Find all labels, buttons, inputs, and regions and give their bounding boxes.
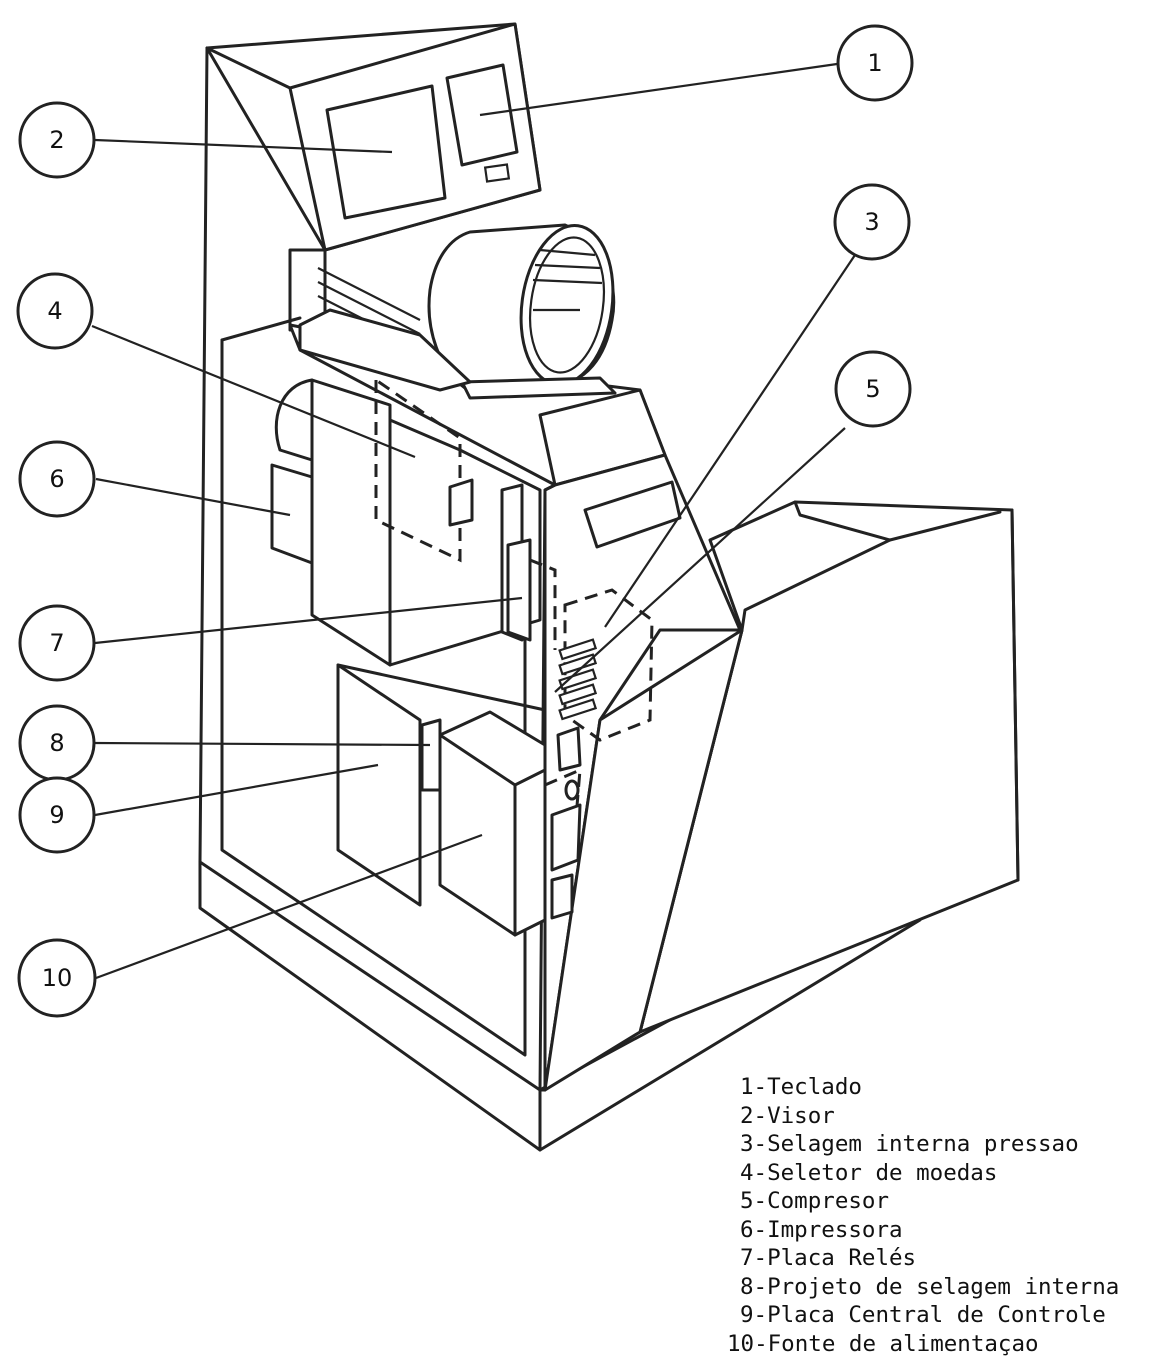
legend-item-10: 10-Fonte de alimentaçao (727, 1330, 1039, 1357)
callout-2-label: 2 (49, 126, 64, 154)
legend-item-4: 4-Seletor de moedas (740, 1159, 998, 1186)
leader-7 (94, 596, 523, 645)
callout-5-label: 5 (865, 375, 880, 403)
legend-item-5: 5-Compresor (740, 1188, 890, 1214)
parts-legend: 1-Teclado 2-Visor 3-Selagem interna pres… (727, 1073, 1150, 1358)
leader-6 (95, 477, 291, 517)
leader-8 (94, 741, 431, 747)
legend-item-9: 9-Placa Central de Controle (740, 1302, 1106, 1328)
callout-4: 4 (16, 272, 94, 350)
callout-8-label: 8 (49, 729, 64, 757)
leader-9 (94, 763, 379, 817)
callout-5: 5 (834, 350, 912, 428)
legend-item-3: 3-Selagem interna pressao (740, 1131, 1079, 1157)
callout-10-label: 10 (42, 964, 73, 992)
callout-7-label: 7 (49, 629, 64, 657)
legend-item-7: 7-Placa Relés (740, 1245, 917, 1271)
leader-2 (94, 138, 393, 154)
callout-1-label: 1 (867, 49, 882, 77)
callout-3-label: 3 (864, 208, 879, 236)
leader-5 (554, 427, 846, 693)
callout-7: 7 (18, 604, 96, 682)
legend-item-2: 2-Visor (740, 1102, 835, 1129)
leader-4 (91, 324, 416, 459)
callout-9-label: 9 (49, 801, 64, 829)
callout-10: 10 (17, 938, 97, 1018)
callout-9: 9 (18, 776, 96, 854)
callout-6-label: 6 (49, 465, 64, 493)
internal-components (270, 378, 654, 937)
compressor-fins (558, 638, 598, 721)
leader-10 (95, 833, 483, 980)
legend-item-8: 8-Projeto de selagem interna (740, 1273, 1120, 1300)
leader-3 (604, 254, 856, 628)
leader-lines (91, 62, 856, 980)
pressure-seal-drum (298, 223, 617, 400)
callout-1: 1 (836, 24, 914, 102)
legend-item-1: 1-Teclado (740, 1074, 862, 1100)
callout-4-label: 4 (47, 297, 62, 325)
callout-2: 2 (18, 101, 96, 179)
callout-6: 6 (18, 440, 96, 518)
callout-8: 8 (18, 704, 96, 782)
legend-item-6: 6-Impressora (740, 1216, 903, 1243)
leader-1 (479, 62, 838, 117)
callout-3: 3 (833, 183, 911, 261)
